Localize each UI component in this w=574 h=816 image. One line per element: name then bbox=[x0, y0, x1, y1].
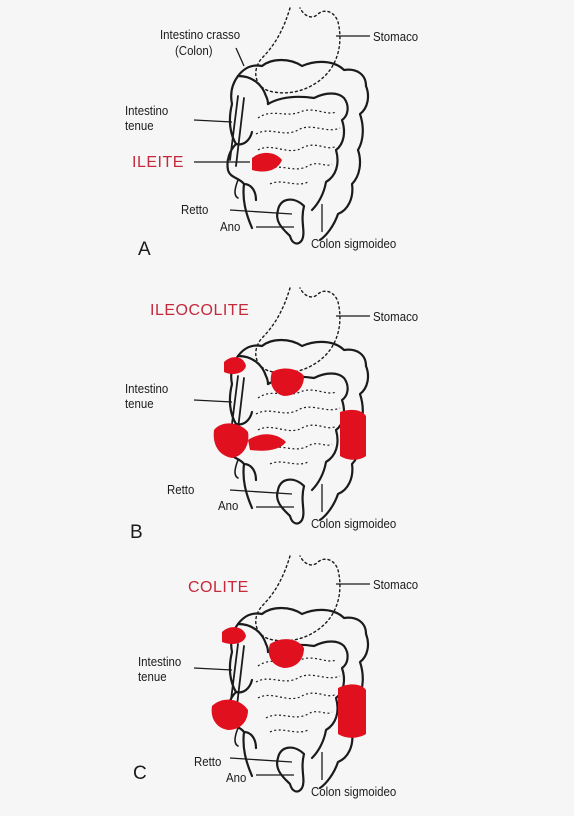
label-rectum: Retto bbox=[194, 754, 221, 769]
large-intestine bbox=[227, 60, 368, 240]
intestine-illustration-c bbox=[0, 548, 574, 805]
appendix bbox=[235, 180, 238, 198]
highlight-colite: COLITE bbox=[188, 580, 249, 595]
rectum bbox=[277, 200, 304, 244]
appendix bbox=[235, 728, 238, 746]
label-stomach: Stomaco bbox=[373, 309, 418, 324]
inflammation-ileum bbox=[248, 434, 286, 450]
label-anus: Ano bbox=[226, 770, 246, 785]
panel-b: ILEOCOLITE Stomaco Intestino tenue Retto… bbox=[0, 280, 574, 548]
small-intestine-loops bbox=[256, 390, 340, 464]
label-sigmoid: Colon sigmoideo bbox=[311, 784, 396, 799]
small-intestine-loops bbox=[256, 658, 340, 732]
label-rectum: Retto bbox=[181, 202, 208, 217]
inflammation-transverse bbox=[269, 639, 304, 668]
label-large-intestine: Intestino crasso bbox=[160, 27, 240, 42]
label-anus: Ano bbox=[220, 219, 240, 234]
intestine-illustration-b bbox=[0, 280, 574, 548]
label-sigmoid: Colon sigmoideo bbox=[311, 236, 396, 251]
small-intestine-loops bbox=[256, 110, 340, 184]
stomach-outline bbox=[256, 556, 340, 641]
inflammation-ileum bbox=[252, 153, 282, 172]
label-stomach: Stomaco bbox=[373, 29, 418, 44]
label-small-intestine: Intestino tenue bbox=[125, 381, 168, 411]
inflammation-ascending bbox=[214, 423, 249, 458]
label-rectum: Retto bbox=[167, 482, 194, 497]
label-stomach: Stomaco bbox=[373, 577, 418, 592]
inflammation-descending bbox=[338, 684, 366, 737]
inflammation-cecum-top bbox=[224, 357, 246, 374]
label-sigmoid: Colon sigmoideo bbox=[311, 516, 396, 531]
stomach-outline bbox=[256, 8, 340, 93]
label-anus: Ano bbox=[218, 498, 238, 513]
inflammation-cecum-top bbox=[222, 627, 246, 644]
appendix bbox=[235, 460, 238, 478]
panel-c: COLITE Stomaco Intestino tenue Retto Ano… bbox=[0, 548, 574, 816]
label-small-intestine: Intestino tenue bbox=[125, 103, 168, 133]
panel-letter: C bbox=[133, 766, 147, 781]
rectum bbox=[277, 748, 304, 792]
intestine-illustration-a bbox=[0, 0, 574, 268]
inflammation-ascending bbox=[212, 700, 248, 730]
label-colon: (Colon) bbox=[175, 43, 213, 58]
panel-letter: A bbox=[138, 242, 151, 257]
rectum bbox=[277, 480, 304, 524]
stomach-outline bbox=[256, 288, 340, 373]
inflammation-descending bbox=[340, 410, 366, 460]
highlight-ileocolite: ILEOCOLITE bbox=[150, 303, 249, 318]
highlight-ileite: ILEITE bbox=[132, 155, 184, 170]
panel-a: Intestino crasso (Colon) Stomaco Intesti… bbox=[0, 0, 574, 268]
label-small-intestine: Intestino tenue bbox=[138, 654, 181, 684]
panel-letter: B bbox=[130, 525, 143, 540]
